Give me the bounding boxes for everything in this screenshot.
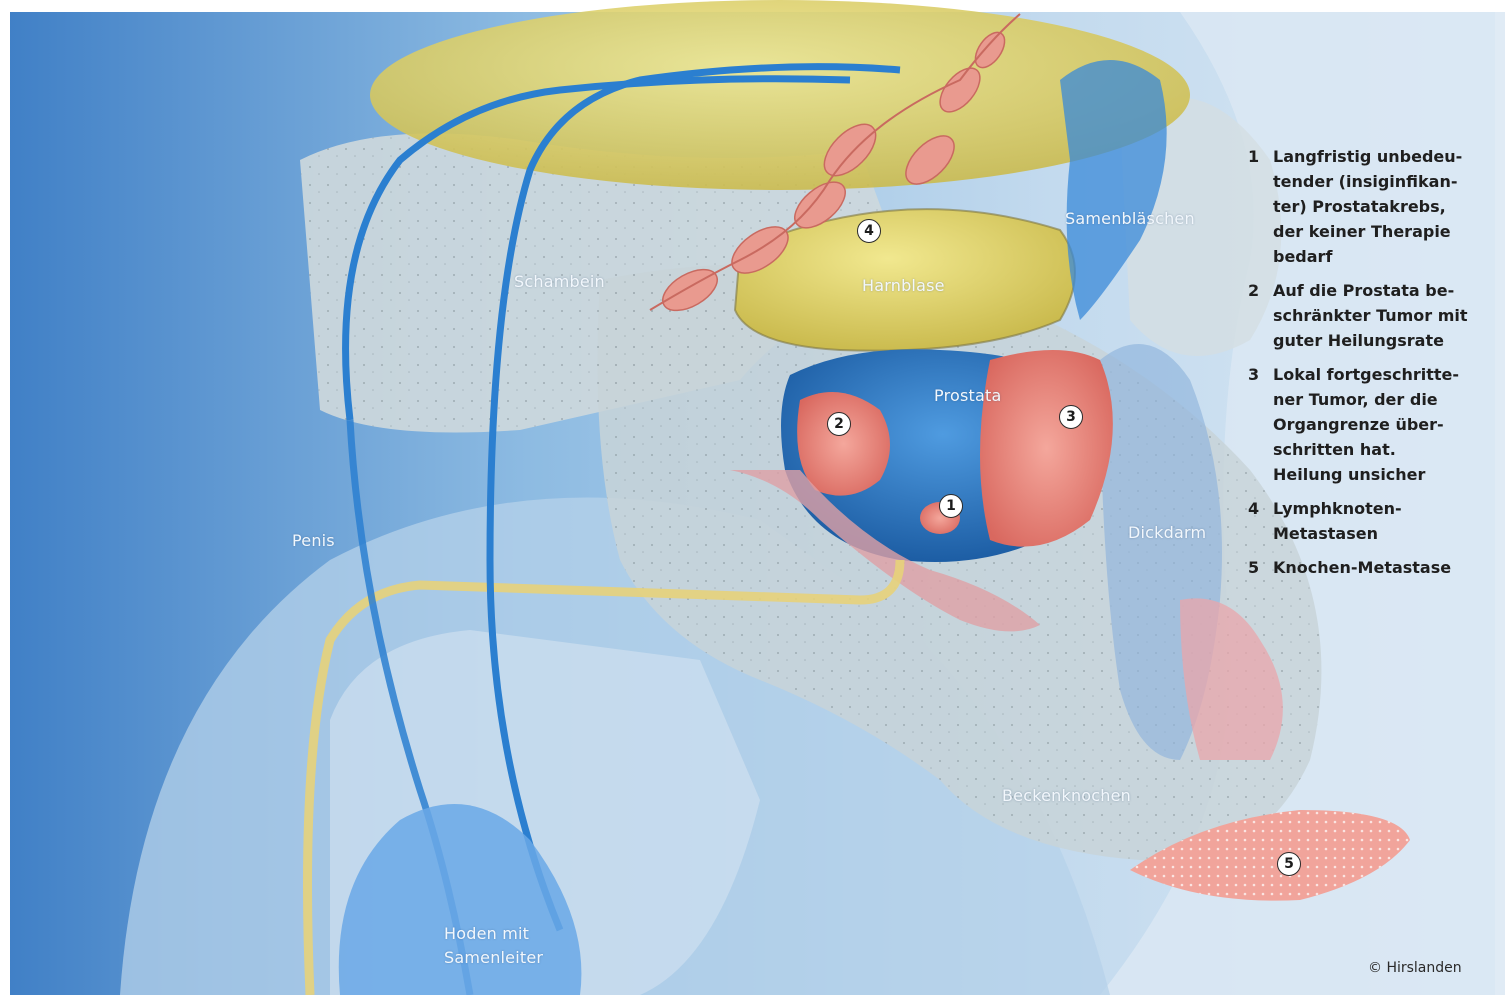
legend-number: 1 bbox=[1248, 144, 1273, 269]
marker-4: 4 bbox=[857, 219, 881, 243]
label-penis: Penis bbox=[292, 531, 335, 550]
label-samenblaeschen: Samenbläschen bbox=[1065, 209, 1195, 228]
legend-text: Lymphknoten- Metastasen bbox=[1273, 496, 1402, 546]
legend-item-5: 5 Knochen-Metastase bbox=[1248, 555, 1488, 580]
label-prostata: Prostata bbox=[934, 386, 1001, 405]
legend-item-2: 2 Auf die Prostata be- schränkter Tumor … bbox=[1248, 278, 1488, 353]
legend-item-1: 1 Langfristig unbedeu- tender (insiginfi… bbox=[1248, 144, 1488, 269]
legend-number: 2 bbox=[1248, 278, 1273, 353]
legend: 1 Langfristig unbedeu- tender (insiginfi… bbox=[1248, 144, 1488, 589]
legend-item-4: 4 Lymphknoten- Metastasen bbox=[1248, 496, 1488, 546]
marker-2: 2 bbox=[827, 412, 851, 436]
copyright-credit: © Hirslanden bbox=[1368, 960, 1462, 976]
label-dickdarm: Dickdarm bbox=[1128, 523, 1206, 542]
legend-text: Knochen-Metastase bbox=[1273, 555, 1451, 580]
legend-item-3: 3 Lokal fortgeschritte- ner Tumor, der d… bbox=[1248, 362, 1488, 487]
label-hoden: Hoden mit Samenleiter bbox=[444, 922, 543, 970]
legend-number: 4 bbox=[1248, 496, 1273, 546]
legend-text: Langfristig unbedeu- tender (insiginfika… bbox=[1273, 144, 1462, 269]
marker-5: 5 bbox=[1277, 852, 1301, 876]
marker-1: 1 bbox=[939, 494, 963, 518]
label-harnblase: Harnblase bbox=[862, 276, 945, 295]
legend-number: 5 bbox=[1248, 555, 1273, 580]
legend-number: 3 bbox=[1248, 362, 1273, 487]
legend-text: Lokal fortgeschritte- ner Tumor, der die… bbox=[1273, 362, 1459, 487]
marker-3: 3 bbox=[1059, 405, 1083, 429]
label-schambein: Schambein bbox=[514, 272, 605, 291]
legend-text: Auf die Prostata be- schränkter Tumor mi… bbox=[1273, 278, 1468, 353]
label-beckenknochen: Beckenknochen bbox=[1002, 786, 1131, 805]
